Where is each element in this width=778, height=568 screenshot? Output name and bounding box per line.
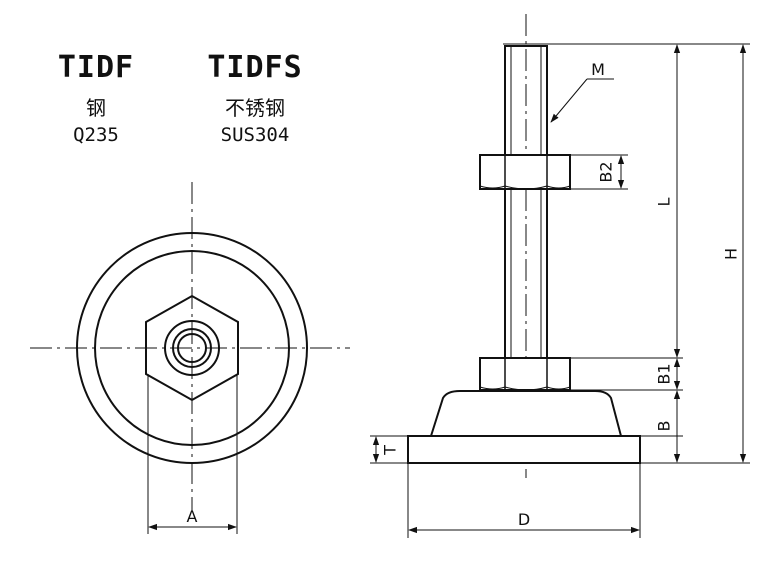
dimension-b-label: B: [655, 421, 674, 432]
dimension-l-label: L: [655, 197, 674, 206]
rod-inner-circle: [177, 333, 207, 363]
top-view: [30, 182, 350, 534]
dome-housing: [429, 390, 623, 437]
lower-fixed-nut: [479, 357, 571, 391]
material-tidf: 钢: [86, 96, 106, 120]
grade-tidf: Q235: [73, 124, 119, 146]
front-view-dimensions: [370, 43, 750, 538]
rod-outer-circle: [164, 320, 220, 376]
dimension-t-label: T: [381, 445, 400, 456]
model-name-tidf: TIDF: [57, 50, 135, 85]
base-plate: [407, 435, 641, 464]
model-name-tidfs: TIDFS: [207, 50, 303, 85]
base-inner-circle: [94, 250, 290, 446]
dimension-m-label: M: [591, 60, 605, 79]
material-tidfs: 不锈钢: [225, 96, 285, 120]
dimension-a-label: A: [187, 507, 198, 526]
grade-tidfs: SUS304: [220, 124, 290, 146]
dimension-b2-label: B2: [597, 161, 616, 182]
upper-lock-nut: [479, 154, 571, 190]
upper-nut-chamfer: [479, 185, 571, 190]
dimension-d-label: D: [518, 510, 530, 529]
rod-mid-circle: [172, 328, 212, 368]
hex-nut-outline: [145, 294, 239, 402]
dimension-m-leader: [550, 78, 588, 123]
dimension-b1-label: B1: [655, 363, 674, 384]
dimension-h-label: H: [722, 248, 741, 260]
base-outer-circle: [76, 232, 308, 464]
front-view: [407, 14, 641, 478]
